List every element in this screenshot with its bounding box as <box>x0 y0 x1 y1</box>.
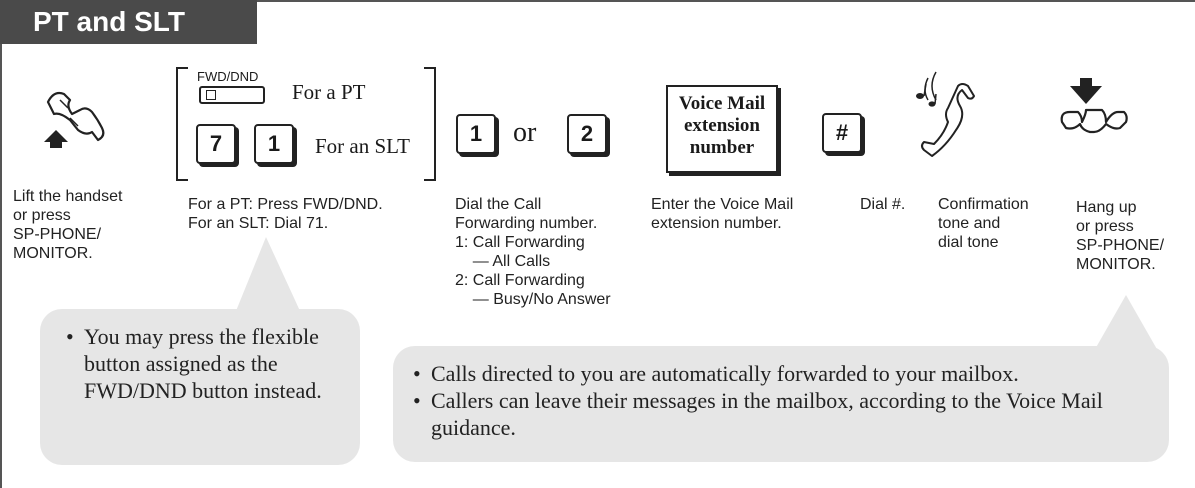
left-bracket <box>176 67 188 181</box>
key-1-all-calls[interactable]: 1 <box>456 114 496 154</box>
hash-caption: Dial #. <box>860 196 906 213</box>
right-note-item: Calls directed to you are automatically … <box>413 360 1151 387</box>
fwd-dnd-key-label: FWD/DND <box>197 69 259 84</box>
hash-key[interactable]: # <box>822 113 862 153</box>
voice-mail-extension-box: Voice Mail extension number <box>666 85 778 173</box>
right-note-item: Callers can leave their messages in the … <box>413 387 1151 441</box>
key-7[interactable]: 7 <box>196 124 236 164</box>
lift-caption: Lift the handset or press SP-PHONE/ MONI… <box>13 188 123 262</box>
fwd-caption: For a PT: Press FWD/DND. For an SLT: Dia… <box>188 196 383 232</box>
key-1[interactable]: 1 <box>254 124 294 164</box>
fwd-dnd-button[interactable] <box>199 86 265 104</box>
key-2-busy-no-answer[interactable]: 2 <box>567 114 607 154</box>
frame-top-border <box>0 0 1195 2</box>
right-callout-pointer <box>1094 295 1158 351</box>
left-note-callout: You may press the flexible button assign… <box>40 309 360 465</box>
section-title: PT and SLT <box>0 0 257 44</box>
left-callout-pointer <box>236 237 300 311</box>
left-note-item: You may press the flexible button assign… <box>66 323 342 404</box>
confirm-caption: Confirmation tone and dial tone <box>938 196 1029 251</box>
or-label: or <box>513 117 537 148</box>
hang-up-handset-icon <box>1060 78 1128 134</box>
ringing-handset-icon <box>916 71 975 157</box>
frame-left-border <box>0 0 2 488</box>
fwd-dnd-lamp-icon <box>206 90 216 100</box>
right-bracket <box>424 67 436 181</box>
right-note-callout: Calls directed to you are automatically … <box>393 346 1169 462</box>
vm-caption: Enter the Voice Mail extension number. <box>651 196 794 232</box>
hangup-caption: Hang up or press SP-PHONE/ MONITOR. <box>1076 199 1165 273</box>
lift-handset-icon <box>44 91 105 148</box>
dial-caption: Dial the Call Forwarding number. 1: Call… <box>455 196 611 308</box>
for-slt-label: For an SLT <box>315 134 410 158</box>
for-pt-label: For a PT <box>292 80 366 104</box>
